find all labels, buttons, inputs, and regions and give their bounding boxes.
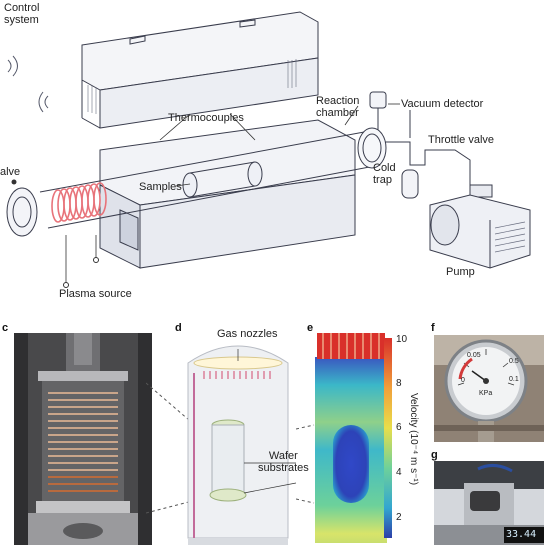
panel-e-letter: e [307, 322, 314, 334]
panel-e-velocity-map [315, 333, 387, 543]
coil-marker [93, 257, 99, 263]
gas-nozzles-label: Gas nozzles [217, 328, 278, 340]
gauge-number-01: 0.1 [509, 376, 519, 383]
valve-label: alve [0, 166, 21, 178]
gauge-number-0: 0 [461, 377, 465, 384]
throttle-valve-label: Throttle valve [428, 134, 495, 146]
apparatus-diagram [6, 11, 531, 288]
coil-marker-left [11, 179, 17, 185]
pump-label: Pump [446, 266, 475, 278]
vacuum-detector-label: Vacuum detector [401, 98, 484, 110]
thermocouples-label: Thermocouples [168, 112, 244, 124]
plasma-source-label: Plasma source [59, 288, 132, 300]
lid-vents [87, 59, 297, 114]
velocity-colorbar [384, 338, 392, 538]
colorbar-tick-10: 10 [396, 334, 408, 345]
pipework [369, 91, 471, 199]
panel-d-reactor-schematic [187, 345, 297, 545]
colorbar-label: Velocity (10⁻⁴ m s⁻¹) [408, 392, 419, 486]
colorbar-tick-4: 4 [396, 467, 402, 478]
panel-f-letter: f [431, 322, 435, 334]
gauge-number-05: 0.5 [509, 358, 519, 365]
samples-label: Samples [139, 181, 182, 193]
display-readout: 33.44 [506, 529, 537, 540]
furnace-lid [81, 11, 319, 129]
wireless-signal-icon [7, 55, 49, 113]
reaction-chamber-tube [39, 127, 387, 229]
panel-c-letter: c [2, 322, 9, 334]
panel-d-e-connectors [296, 424, 315, 504]
plasma-coil [51, 182, 107, 223]
colorbar-tick-6: 6 [396, 422, 402, 433]
panel-g-letter: g [431, 449, 438, 461]
leader-lines [65, 103, 400, 283]
left-flange [6, 187, 38, 237]
colorbar-tick-2: 2 [396, 512, 402, 523]
panel-f-photo [434, 335, 544, 442]
panel-g-photo [434, 461, 544, 545]
plasma-source-marker [63, 282, 69, 288]
furnace-body [99, 119, 356, 269]
samples-holder [182, 161, 263, 198]
pump-body [429, 184, 531, 269]
panel-c-photo [14, 333, 152, 545]
gauge-number-005: 0.05 [467, 352, 481, 359]
colorbar-tick-8: 8 [396, 378, 402, 389]
gauge-unit: KPa [479, 390, 493, 397]
panel-d-letter: d [175, 322, 182, 334]
